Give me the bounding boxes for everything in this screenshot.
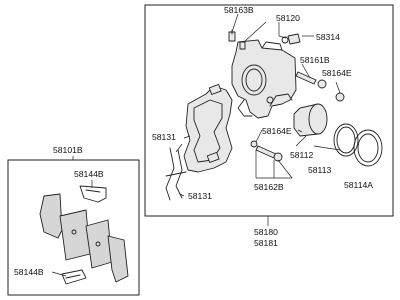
guide-pin-bottom [250,140,283,162]
pad-shim-top [79,185,107,203]
callout-58113: 58113 [308,165,331,175]
caliper-assembly-frame [144,4,394,217]
callout-58314: 58314 [316,32,340,42]
callout-58180: 58180 [254,227,278,237]
bleeder-cap [239,41,246,50]
anti-rattle-spring [165,147,187,201]
pad-kit-frame [7,159,140,296]
callout-58162B: 58162B [254,182,284,192]
piston [293,103,328,137]
guide-pin-boot [281,33,301,45]
caliper-housing [231,39,297,119]
brake-pad-outer-right [107,235,129,283]
callout-58181: 58181 [254,238,278,248]
callout-58164E-mid: 58164E [262,126,292,136]
brake-pad-outer-left [39,193,63,239]
callout-58114A: 58114A [344,180,373,190]
piston-boot [353,129,383,167]
callout-58131-bottom: 58131 [188,191,212,201]
callout-58161B: 58161B [300,55,330,65]
callout-58112: 58112 [290,150,313,160]
callout-58131-top: 58131 [152,132,176,142]
brake-pad-inner-right [85,219,113,269]
boot-top [335,92,345,102]
callout-58144B-bottom: 58144B [14,267,44,277]
pad-shim-bottom [61,269,87,285]
callout-58144B-top: 58144B [74,169,104,179]
guide-pin-bolt-top [295,71,327,89]
brake-pad-inner-left [59,209,91,261]
callout-58101B: 58101B [53,145,83,155]
callout-58163B: 58163B [224,5,254,15]
leader-lines [51,13,367,277]
caliper-bracket [183,84,233,173]
callout-58120: 58120 [276,13,300,23]
callout-58164E-top: 58164E [322,68,352,78]
